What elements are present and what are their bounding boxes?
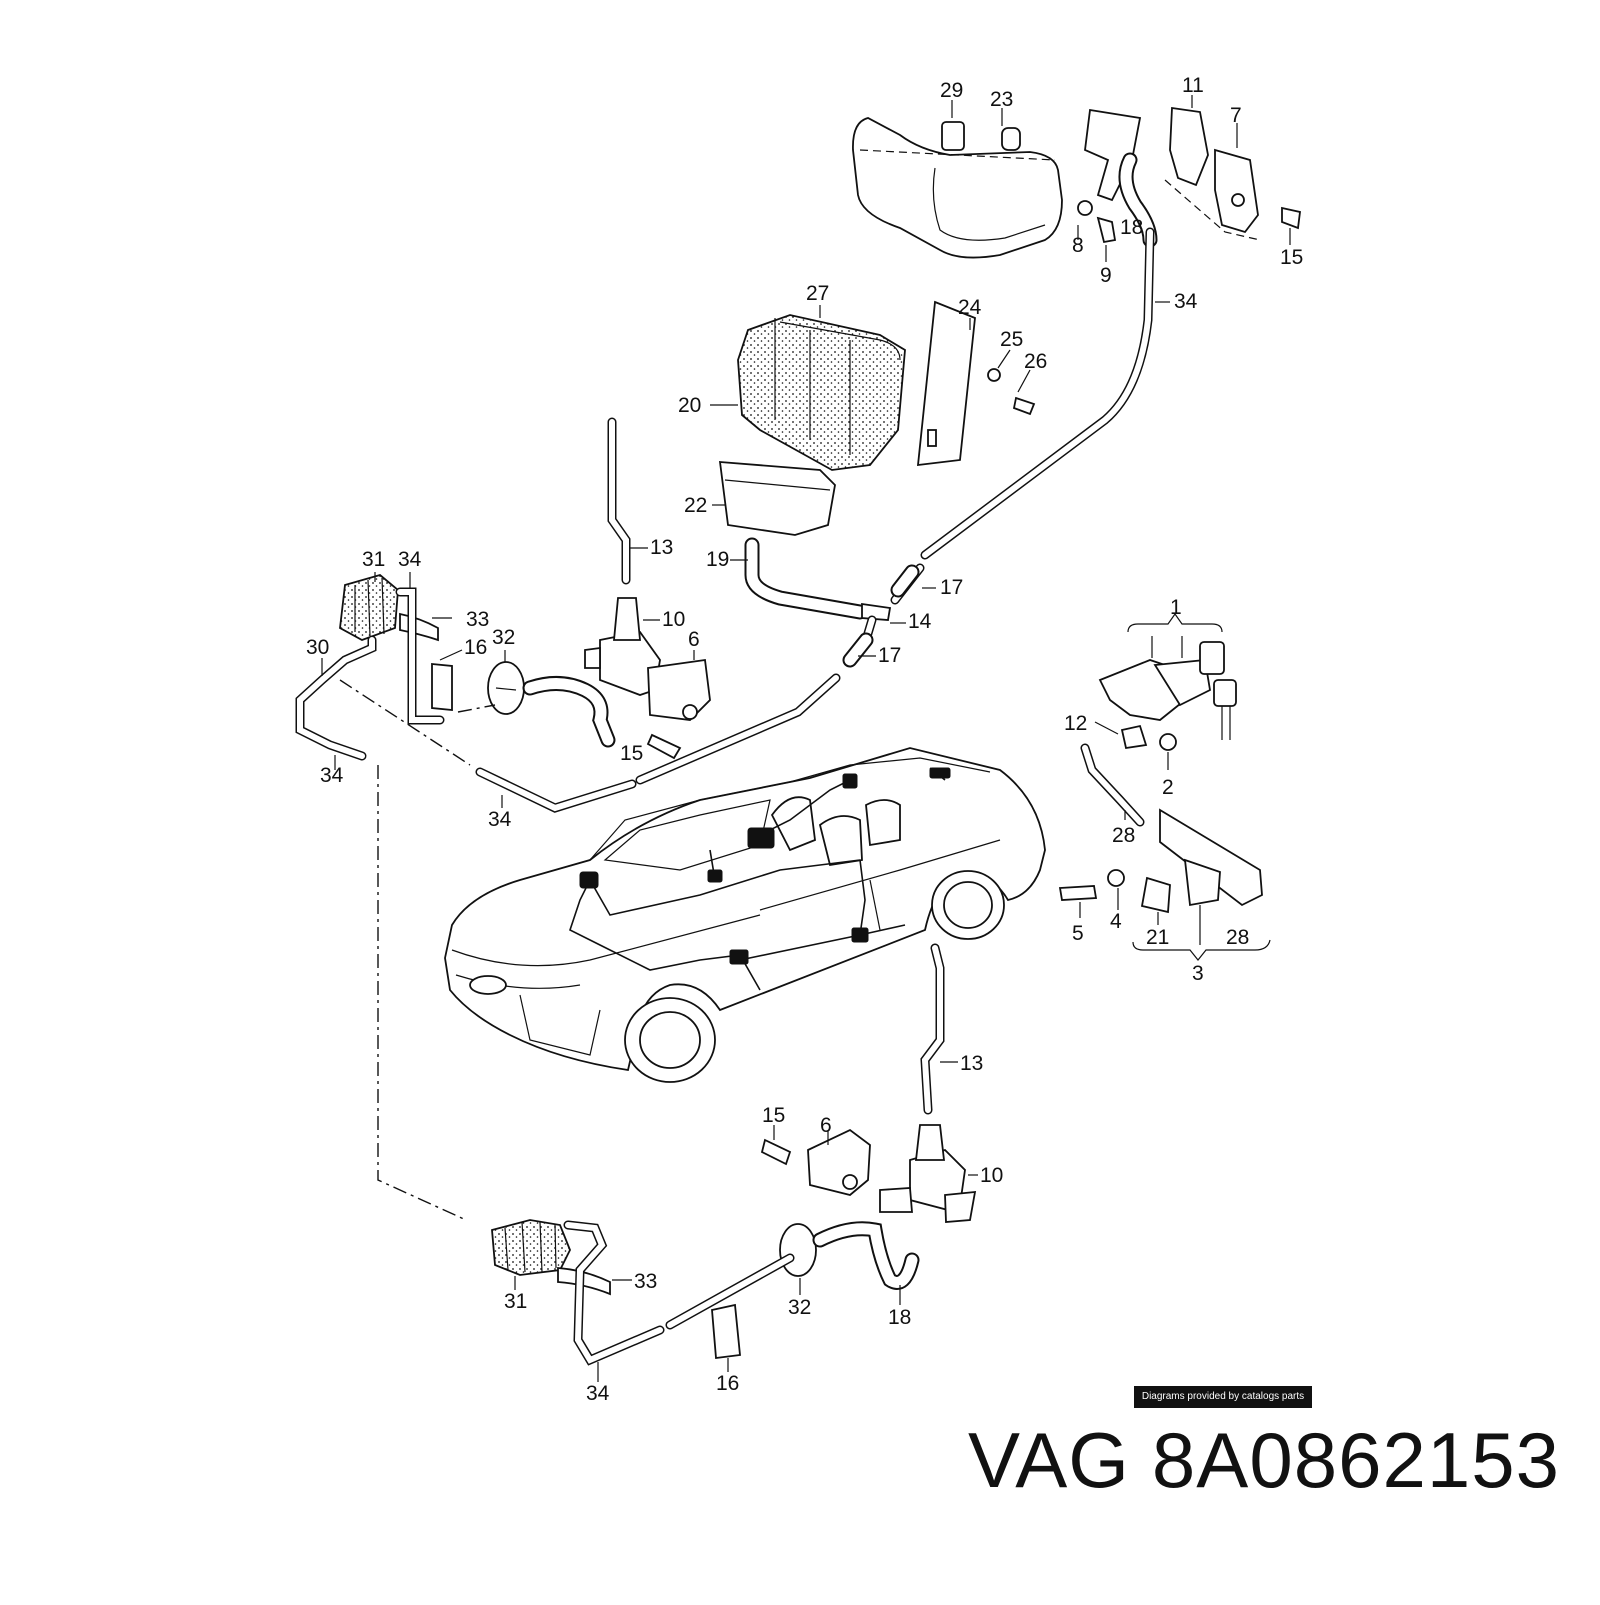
callout-15-middle: 15 [620, 742, 643, 765]
callout-23: 23 [990, 88, 1013, 111]
callout-8: 8 [1072, 234, 1084, 257]
callout-21: 21 [1146, 926, 1169, 949]
callout-19: 19 [706, 548, 729, 571]
callout-16-lower: 16 [716, 1372, 739, 1395]
callout-34-left: 34 [320, 764, 344, 787]
callout-numbers: 29 23 11 7 8 9 18 15 34 27 24 25 26 20 2… [306, 74, 1303, 1405]
callout-22: 22 [684, 494, 707, 517]
callout-13-lower: 13 [960, 1052, 983, 1075]
callout-17-lower: 17 [878, 644, 901, 667]
callout-30: 30 [306, 636, 329, 659]
callout-31-upper: 31 [362, 548, 385, 571]
callout-16-upper: 16 [464, 636, 487, 659]
callout-34-top: 34 [1174, 290, 1198, 313]
car-body [444, 747, 1046, 1083]
callout-11: 11 [1182, 74, 1204, 97]
control-unit-assembly [718, 300, 1036, 536]
callout-27: 27 [806, 282, 829, 305]
fuel-flap-assembly [852, 106, 1301, 259]
callout-34-middle: 34 [488, 808, 512, 831]
callout-10-lower: 10 [980, 1164, 1003, 1187]
callout-6-lower: 6 [820, 1114, 832, 1137]
callout-25: 25 [1000, 328, 1023, 351]
callout-1: 1 [1170, 596, 1182, 619]
callout-3: 3 [1192, 962, 1204, 985]
callout-9: 9 [1100, 264, 1112, 287]
callout-31-lower: 31 [504, 1290, 527, 1313]
callout-7: 7 [1230, 104, 1242, 127]
callout-34-left-upper: 34 [398, 548, 422, 571]
callout-15-top: 15 [1280, 246, 1303, 269]
callout-20: 20 [678, 394, 701, 417]
part-brand: VAG [967, 1416, 1130, 1504]
callout-33-upper: 33 [466, 608, 489, 631]
right-lower-actuator [760, 1124, 977, 1277]
callout-14: 14 [908, 610, 932, 633]
callout-26: 26 [1024, 350, 1047, 373]
callout-28-lower: 28 [1226, 926, 1249, 949]
callout-34-bottom: 34 [586, 1382, 610, 1405]
callout-6-upper: 6 [688, 628, 700, 651]
callout-32-lower: 32 [788, 1296, 811, 1319]
lock-cylinder-group [1058, 612, 1271, 961]
part-number: 8A0862153 [1151, 1416, 1560, 1504]
callout-24: 24 [958, 296, 982, 319]
callout-28-upper: 28 [1112, 824, 1135, 847]
left-upper-actuator [339, 574, 711, 760]
callout-18-lower: 18 [888, 1306, 911, 1329]
callout-17-upper: 17 [940, 576, 963, 599]
callout-4: 4 [1110, 910, 1122, 933]
callout-15-lower: 15 [762, 1104, 785, 1127]
callout-10-upper: 10 [662, 608, 685, 631]
callout-12: 12 [1064, 712, 1087, 735]
callout-32-upper: 32 [492, 626, 515, 649]
left-lower-actuator [491, 1219, 741, 1360]
watermark-label: Diagrams provided by catalogs parts [1134, 1386, 1312, 1408]
callout-13-upper: 13 [650, 536, 673, 559]
callout-18-top: 18 [1120, 216, 1143, 239]
leader-lines [321, 95, 1291, 1382]
callout-2: 2 [1162, 776, 1174, 799]
callout-5: 5 [1072, 922, 1084, 945]
callout-33-lower: 33 [634, 1270, 657, 1293]
callout-29: 29 [940, 79, 963, 102]
